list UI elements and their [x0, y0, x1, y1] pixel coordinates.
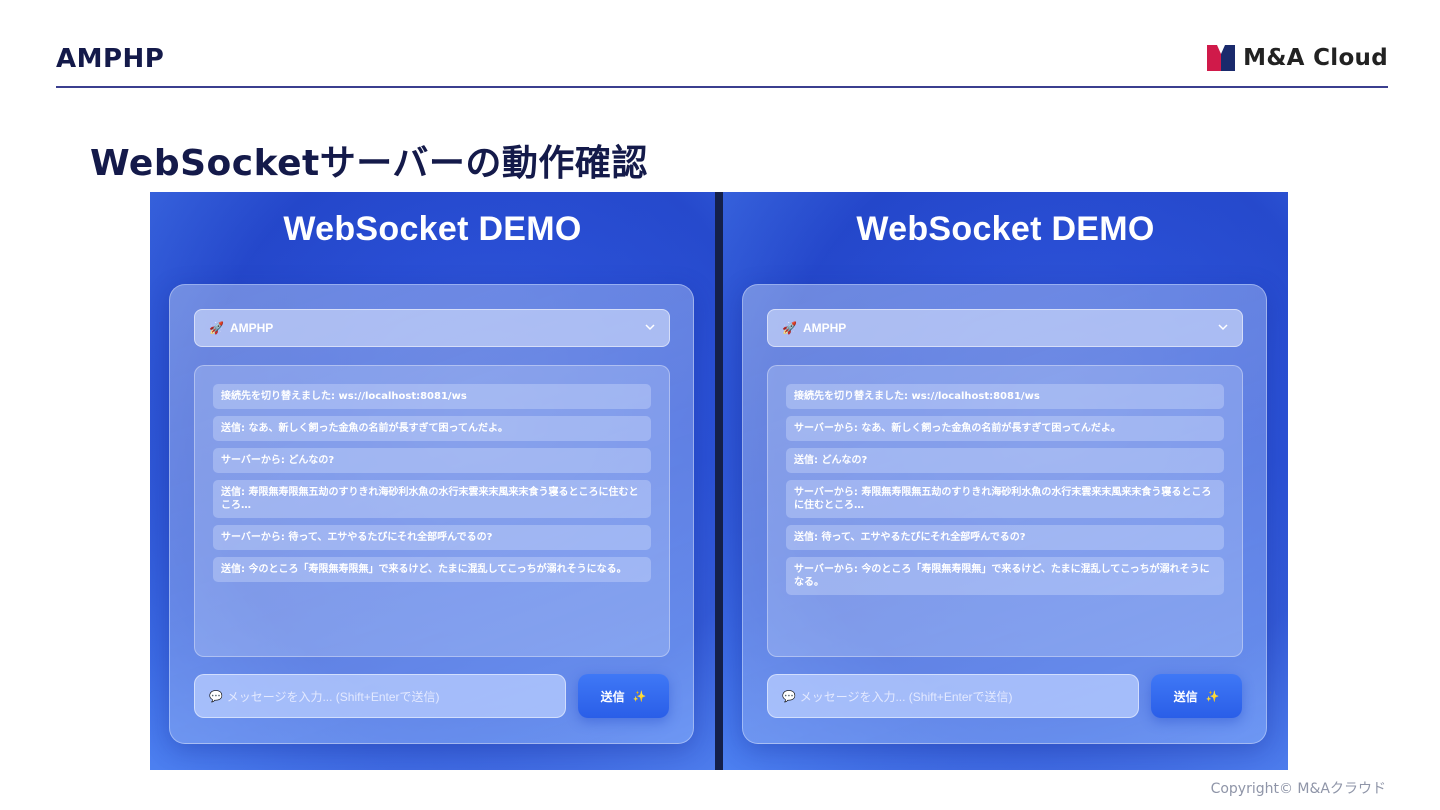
chevron-down-icon [645, 324, 655, 331]
message-item: サーバーから: 待って、エサやるたびにそれ全部呼んでるの? [213, 525, 651, 550]
message-item: 送信: 今のところ「寿限無寿限無」で来るけど、たまに混乱してこっちが溺れそうにな… [213, 557, 651, 582]
server-select[interactable]: 🚀 AMPHP [767, 309, 1243, 347]
message-input-placeholder: メッセージを入力... (Shift+Enterで送信) [799, 689, 1013, 704]
sparkle-icon: ✨ [1205, 690, 1220, 703]
sparkle-icon: ✨ [632, 690, 647, 703]
server-select[interactable]: 🚀 AMPHP [194, 309, 670, 347]
message-item: 接続先を切り替えました: ws://localhost:8081/ws [786, 384, 1224, 409]
message-log[interactable]: 接続先を切り替えました: ws://localhost:8081/ws 送信: … [194, 365, 670, 657]
message-item: サーバーから: 寿限無寿限無五劫のすりきれ海砂利水魚の水行末雲来末風来末食う寝る… [786, 480, 1224, 518]
message-item: サーバーから: どんなの? [213, 448, 651, 473]
brand-logo: M&A Cloud [1207, 45, 1388, 71]
chat-card: 🚀 AMPHP 接続先を切り替えました: ws://localhost:8081… [742, 284, 1267, 744]
demo-title: WebSocket DEMO [856, 210, 1155, 248]
slide-title: WebSocketサーバーの動作確認 [90, 143, 648, 184]
chat-bubble-icon: 💬 [209, 689, 223, 703]
demo-panel-right: WebSocket DEMO 🚀 AMPHP 接続先を切り替えました: ws:/… [723, 192, 1288, 770]
brand-text: M&A Cloud [1243, 45, 1388, 71]
server-select-value: AMPHP [229, 321, 274, 335]
server-select-value: AMPHP [802, 321, 847, 335]
message-item: サーバーから: なあ、新しく飼った金魚の名前が長すぎて困ってんだよ。 [786, 416, 1224, 441]
message-input[interactable]: 💬 メッセージを入力... (Shift+Enterで送信) [194, 674, 566, 718]
send-button[interactable]: 送信 ✨ [1151, 674, 1242, 718]
demo-panel-left: WebSocket DEMO 🚀 AMPHP 接続先を切り替えました: ws:/… [150, 192, 715, 770]
demo-title: WebSocket DEMO [283, 210, 582, 248]
message-item: 送信: 待って、エサやるたびにそれ全部呼んでるの? [786, 525, 1224, 550]
message-log[interactable]: 接続先を切り替えました: ws://localhost:8081/ws サーバー… [767, 365, 1243, 657]
input-row: 💬 メッセージを入力... (Shift+Enterで送信) 送信 ✨ [194, 674, 670, 718]
send-button[interactable]: 送信 ✨ [578, 674, 669, 718]
header-title: AMPHP [56, 44, 165, 74]
send-button-label: 送信 [1173, 689, 1198, 704]
copyright: Copyright© M&Aクラウド [1210, 781, 1386, 797]
chat-bubble-icon: 💬 [782, 689, 796, 703]
message-input-placeholder: メッセージを入力... (Shift+Enterで送信) [226, 689, 440, 704]
message-item: 送信: どんなの? [786, 448, 1224, 473]
message-item: 接続先を切り替えました: ws://localhost:8081/ws [213, 384, 651, 409]
rocket-icon: 🚀 [782, 321, 797, 335]
brand-mark-icon [1207, 45, 1236, 71]
screenshot-panels: WebSocket DEMO 🚀 AMPHP 接続先を切り替えました: ws:/… [150, 192, 1288, 770]
message-item: 送信: なあ、新しく飼った金魚の名前が長すぎて困ってんだよ。 [213, 416, 651, 441]
message-input[interactable]: 💬 メッセージを入力... (Shift+Enterで送信) [767, 674, 1139, 718]
chat-card: 🚀 AMPHP 接続先を切り替えました: ws://localhost:8081… [169, 284, 694, 744]
rocket-icon: 🚀 [209, 321, 224, 335]
chevron-down-icon [1218, 324, 1228, 331]
message-item: 送信: 寿限無寿限無五劫のすりきれ海砂利水魚の水行末雲来末風来末食う寝るところに… [213, 480, 651, 518]
message-item: サーバーから: 今のところ「寿限無寿限無」で来るけど、たまに混乱してこっちが溺れ… [786, 557, 1224, 595]
slide-header: AMPHP M&A Cloud [56, 42, 1388, 88]
send-button-label: 送信 [600, 689, 625, 704]
input-row: 💬 メッセージを入力... (Shift+Enterで送信) 送信 ✨ [767, 674, 1243, 718]
